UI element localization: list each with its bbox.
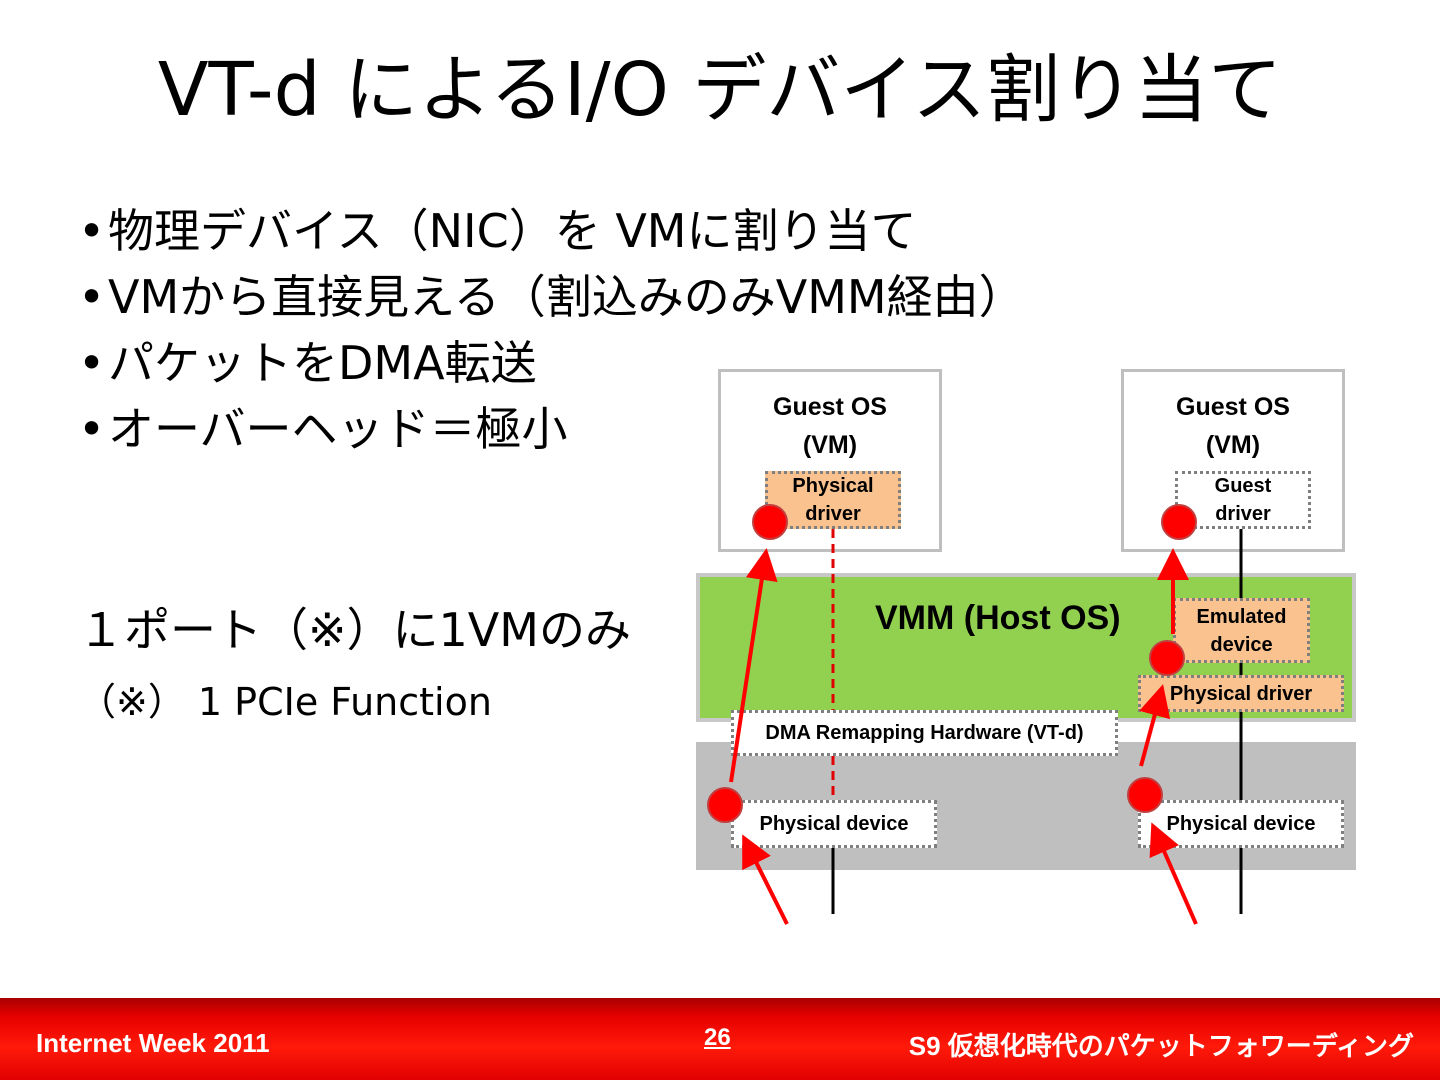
footer-bar: Internet Week 2011 26 S9 仮想化時代のパケットフォワーデ…	[0, 998, 1440, 1080]
dma-remapping-hardware: DMA Remapping Hardware (VT-d)	[731, 710, 1118, 756]
vmm-label: VMM (Host OS)	[875, 599, 1121, 637]
guest-physical-driver: Physical driver	[765, 471, 901, 529]
guest-os-right-subtitle: (VM)	[1205, 431, 1261, 459]
vmm-layer	[696, 573, 1356, 722]
packet-dot	[752, 504, 788, 540]
bullet-item: •VMから直接見える（割込みのみVMM経由）	[78, 270, 1025, 324]
guest-os-right-title: Guest OS	[1176, 393, 1290, 421]
guest-driver: Guest driver	[1175, 471, 1311, 529]
bullet-item: •オーバーヘッド＝極小	[78, 402, 568, 456]
arrow-incoming-right	[1149, 822, 1198, 925]
physical-device-right: Physical device	[1138, 800, 1344, 848]
arrow-dma-left	[729, 548, 778, 783]
arrow-incoming-left	[742, 834, 789, 925]
bullet-list: •物理デバイス（NIC）を VMに割り当て •VMから直接見える（割込みのみVM…	[78, 198, 1025, 462]
footer-session: S9 仮想化時代のパケットフォワーディング	[908, 1031, 1414, 1061]
host-physical-driver: Physical driver	[1138, 675, 1344, 712]
packet-dot	[1161, 504, 1197, 540]
port-note: １ポート（※）に1VMのみ	[78, 603, 631, 657]
bullet-item: •パケットをDMA転送	[78, 336, 537, 390]
packet-dot	[707, 787, 743, 823]
packet-dot	[1149, 640, 1185, 676]
page-number: 26	[704, 1024, 731, 1051]
arrow-host-right	[1139, 684, 1171, 767]
emulated-device: Emulated device	[1173, 598, 1310, 663]
guest-os-right: Guest OS (VM)	[1121, 369, 1345, 552]
footer-event: Internet Week 2011	[36, 1028, 270, 1058]
bullet-item: •物理デバイス（NIC）を VMに割り当て	[78, 204, 917, 258]
slide-title: VT-d によるI/O デバイス割り当て	[157, 47, 1283, 133]
packet-dot	[1127, 777, 1163, 813]
hardware-layer	[696, 742, 1356, 870]
physical-device-left: Physical device	[731, 800, 937, 848]
footnote: （※） 1 PCIe Function	[78, 680, 492, 724]
